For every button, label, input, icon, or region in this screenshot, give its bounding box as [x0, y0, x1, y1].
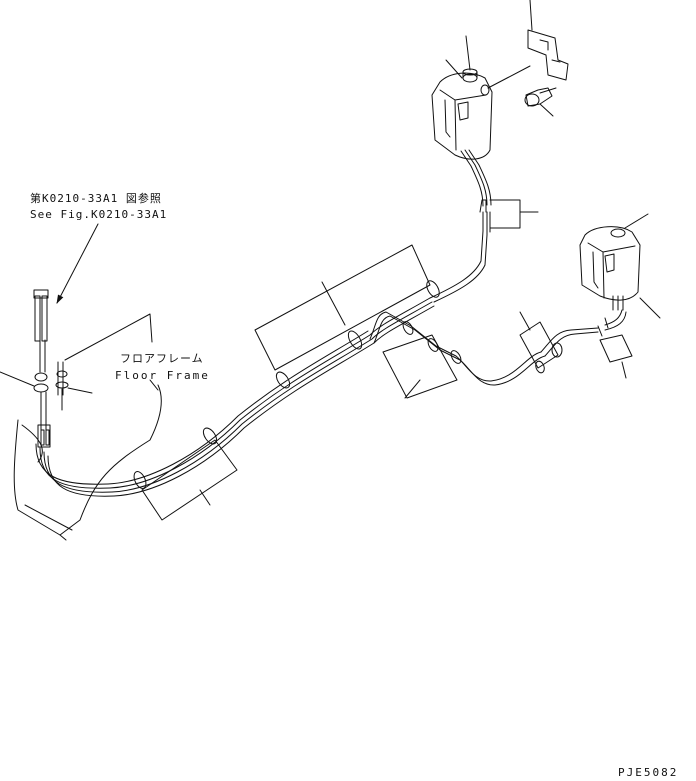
hose-bundle: [35, 297, 435, 497]
callout-leaders: [0, 0, 661, 521]
drawing-code: PJE5082: [618, 766, 679, 779]
reference-label-jp: 第K0210-33A1 図参照: [30, 192, 162, 205]
reference-label-en: See Fig.K0210-33A1: [30, 208, 168, 221]
upper-tank: [431, 68, 493, 160]
upper-bracket: [524, 29, 569, 107]
right-branch: [369, 309, 627, 386]
right-tank: [579, 226, 641, 311]
left-fittings: [33, 289, 69, 448]
floor-frame-label-jp: フロアフレーム: [120, 352, 204, 365]
reference-arrow: [56, 223, 99, 304]
hose-clamps: [133, 280, 440, 489]
floor-frame-label-en: Floor Frame: [115, 369, 210, 382]
floor-frame-outline: [13, 384, 162, 536]
